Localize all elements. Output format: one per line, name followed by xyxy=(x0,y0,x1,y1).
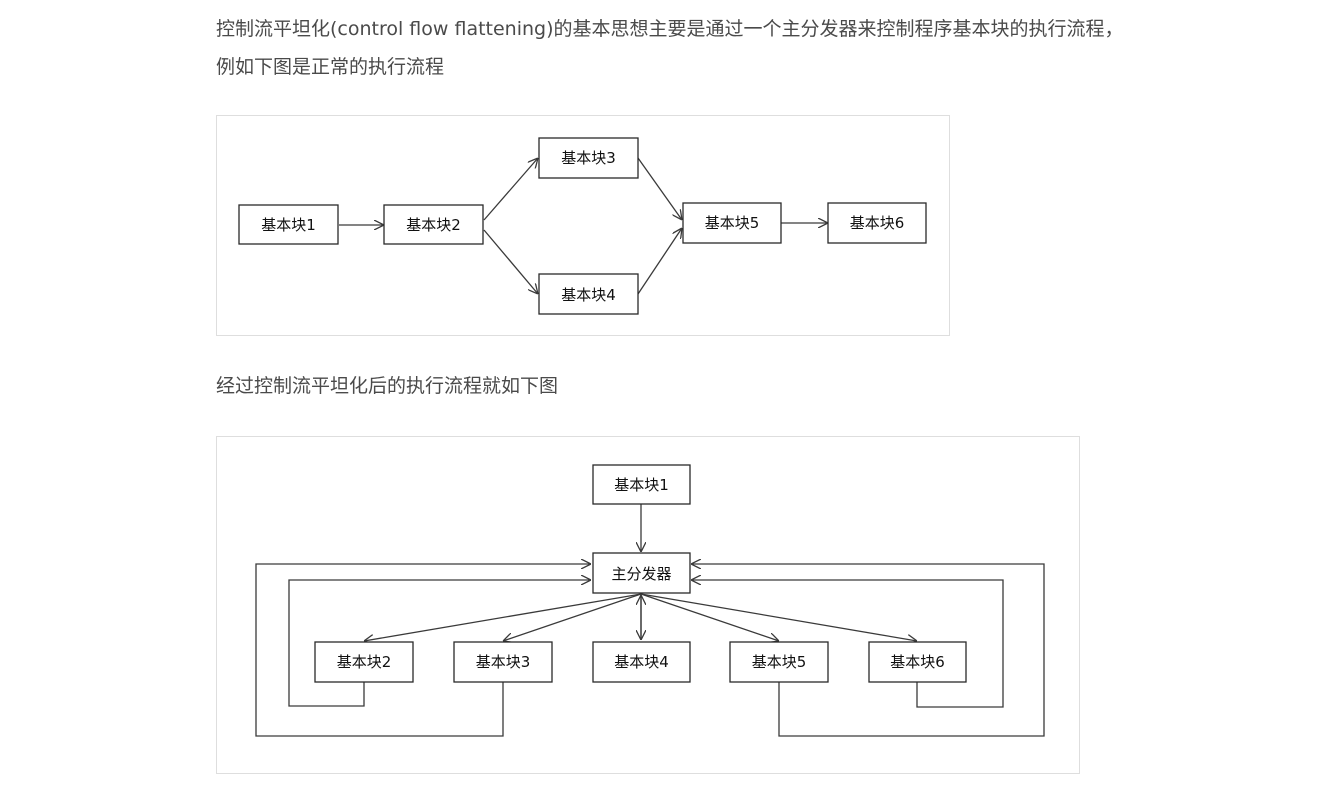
node-block-2: 基本块2 xyxy=(314,641,414,683)
node-label: 基本块4 xyxy=(561,286,616,304)
node-label: 基本块2 xyxy=(337,653,392,671)
node-block-2: 基本块2 xyxy=(383,204,484,245)
node-block-1: 基本块1 xyxy=(238,204,339,245)
node-label: 基本块5 xyxy=(705,214,760,232)
node-label: 主分发器 xyxy=(611,565,671,583)
node-dispatcher: 主分发器 xyxy=(592,552,691,594)
node-label: 基本块1 xyxy=(261,216,316,234)
node-block-4: 基本块4 xyxy=(538,273,639,315)
edge-b2-b3 xyxy=(483,158,538,221)
node-block-6: 基本块6 xyxy=(868,641,967,683)
node-label: 基本块5 xyxy=(752,653,807,671)
loop-b6-dispatcher xyxy=(691,580,1004,708)
edge-dispatcher-b5 xyxy=(640,593,779,641)
flattened-flow-diagram: 基本块1 主分发器 基本块2 基本块3 基本块4 基本块5 基本块6 xyxy=(216,436,1080,774)
node-block-3: 基本块3 xyxy=(453,641,553,683)
node-label: 基本块6 xyxy=(890,653,945,671)
loop-b5-dispatcher xyxy=(691,564,1045,737)
loop-b3-dispatcher xyxy=(255,564,591,737)
loop-b2-dispatcher xyxy=(288,580,591,707)
edge-b2-b4 xyxy=(483,229,538,294)
node-label: 基本块6 xyxy=(850,214,905,232)
normal-flow-diagram: 基本块1 基本块2 基本块3 基本块4 基本块5 基本块6 xyxy=(216,115,950,336)
edge-b4-b5 xyxy=(637,228,682,295)
flattened-paragraph: 经过控制流平坦化后的执行流程就如下图 xyxy=(216,375,559,397)
node-label: 基本块4 xyxy=(614,653,669,671)
node-block-5: 基本块5 xyxy=(729,641,829,683)
node-label: 基本块1 xyxy=(614,476,669,494)
node-label: 基本块2 xyxy=(406,216,461,234)
node-block-1: 基本块1 xyxy=(592,464,691,505)
edge-dispatcher-b2 xyxy=(364,593,642,641)
normal-flow-svg: 基本块1 基本块2 基本块3 基本块4 基本块5 基本块6 xyxy=(238,137,927,315)
node-block-5: 基本块5 xyxy=(682,202,782,244)
edge-dispatcher-b6 xyxy=(640,593,917,641)
node-block-6: 基本块6 xyxy=(827,202,927,244)
node-label: 基本块3 xyxy=(476,653,531,671)
intro-paragraph-line2: 例如下图是正常的执行流程 xyxy=(216,56,445,78)
node-label: 基本块3 xyxy=(561,149,616,167)
edge-b3-b5 xyxy=(637,157,682,220)
node-block-4: 基本块4 xyxy=(592,641,691,683)
node-block-3: 基本块3 xyxy=(538,137,639,179)
intro-paragraph-line1: 控制流平坦化(control flow flattening)的基本思想主要是通… xyxy=(216,18,1124,40)
flattened-flow-svg: 基本块1 主分发器 基本块2 基本块3 基本块4 基本块5 基本块6 xyxy=(255,464,1045,737)
edge-dispatcher-b3 xyxy=(503,593,642,641)
